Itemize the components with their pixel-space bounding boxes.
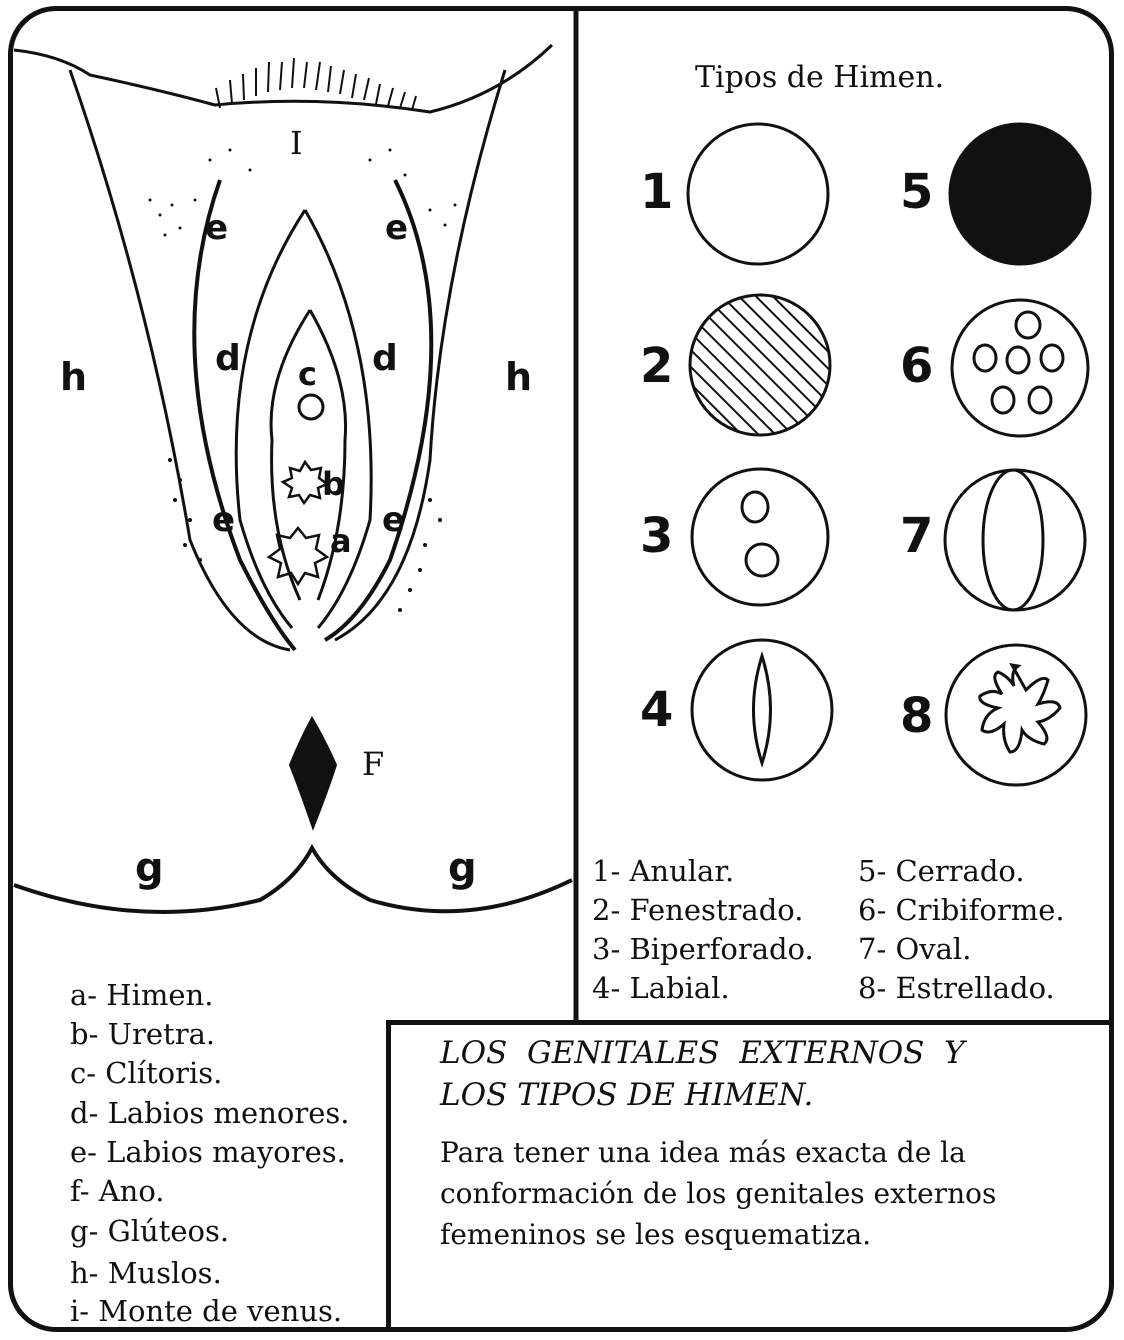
caption-body: Para tener una idea más exacta de la con…: [440, 1132, 1090, 1255]
legend-g: g- Glúteos.: [70, 1214, 229, 1248]
legend-d: d- Labios menores.: [70, 1096, 349, 1130]
hymen-5-cerrado: [950, 124, 1090, 264]
label-h-left: h: [60, 355, 87, 399]
caption-title-line-1: LOS GENITALES EXTERNOS Y: [440, 1032, 1090, 1074]
legend-b: b- Uretra.: [70, 1017, 215, 1051]
hymen-number-2: 2: [640, 338, 673, 394]
legend-h: h- Muslos.: [70, 1256, 222, 1290]
anus-shape: [290, 718, 336, 828]
hymen-number-6: 6: [900, 338, 933, 394]
hymen-1-anular: [688, 124, 828, 264]
hymen-number-3: 3: [640, 508, 673, 564]
caption-title: LOS GENITALES EXTERNOS Y LOS TIPOS DE HI…: [440, 1032, 1090, 1116]
gluteal-line: [14, 848, 572, 912]
label-d-left: d: [215, 338, 241, 379]
hymen-8-estrellado: [946, 645, 1086, 785]
hymen-7-oval: [945, 470, 1085, 610]
hymen-type-7: 7- Oval.: [858, 932, 971, 966]
clitoris-circle: [299, 395, 323, 419]
hymen-number-5: 5: [900, 164, 933, 220]
hymen-3-biperforado: [692, 469, 828, 605]
hymen-2-fenestrado: [690, 295, 830, 435]
label-e-top-left: e: [205, 208, 228, 248]
caption-title-line-2: LOS TIPOS DE HIMEN.: [440, 1074, 1090, 1116]
legend-a: a- Himen.: [70, 978, 213, 1012]
label-e-bottom-left: e: [212, 500, 235, 540]
hymen-number-8: 8: [900, 688, 933, 744]
legend-c: c- Clítoris.: [70, 1056, 222, 1090]
abdomen-line: [14, 45, 552, 112]
label-a: a: [330, 522, 352, 560]
hymen-type-2: 2- Fenestrado.: [592, 893, 803, 927]
hymen-type-4: 4- Labial.: [592, 971, 730, 1005]
hymen-6-cribiforme: [952, 300, 1088, 436]
hymen-number-4: 4: [640, 682, 673, 738]
hymen-type-8: 8- Estrellado.: [858, 971, 1055, 1005]
hymen-types: [688, 124, 1090, 264]
hymen-4-labial: [692, 640, 832, 780]
label-c: c: [298, 355, 317, 393]
hymen-type-3: 3- Biperforado.: [592, 932, 814, 966]
label-b: b: [322, 465, 345, 503]
label-g-left: g: [135, 845, 164, 891]
hymen-number-1: 1: [640, 164, 673, 220]
hymen-number-7: 7: [900, 508, 933, 564]
legend-e: e- Labios mayores.: [70, 1135, 346, 1169]
label-e-bottom-right: e: [382, 500, 405, 540]
label-d-right: d: [372, 338, 398, 379]
hymen-type-5: 5- Cerrado.: [858, 854, 1025, 888]
urethra-shape: [283, 462, 327, 503]
legend-f: f- Ano.: [70, 1174, 165, 1208]
hymen-shape: [269, 528, 327, 584]
hymen-type-6: 6- Cribiforme.: [858, 893, 1065, 927]
label-h-right: h: [505, 355, 532, 399]
hymen-type-1: 1- Anular.: [592, 854, 734, 888]
labia-majora-right: [325, 180, 431, 640]
label-i: I: [290, 124, 303, 162]
label-g-right: g: [448, 845, 477, 891]
legend-i: i- Monte de venus.: [70, 1294, 342, 1328]
hymen-panel-title: Tipos de Himen.: [695, 60, 944, 95]
vestibule-left: [271, 310, 310, 600]
label-e-top-right: e: [385, 208, 408, 248]
label-f: F: [362, 745, 384, 783]
left-thigh-line: [70, 70, 290, 650]
